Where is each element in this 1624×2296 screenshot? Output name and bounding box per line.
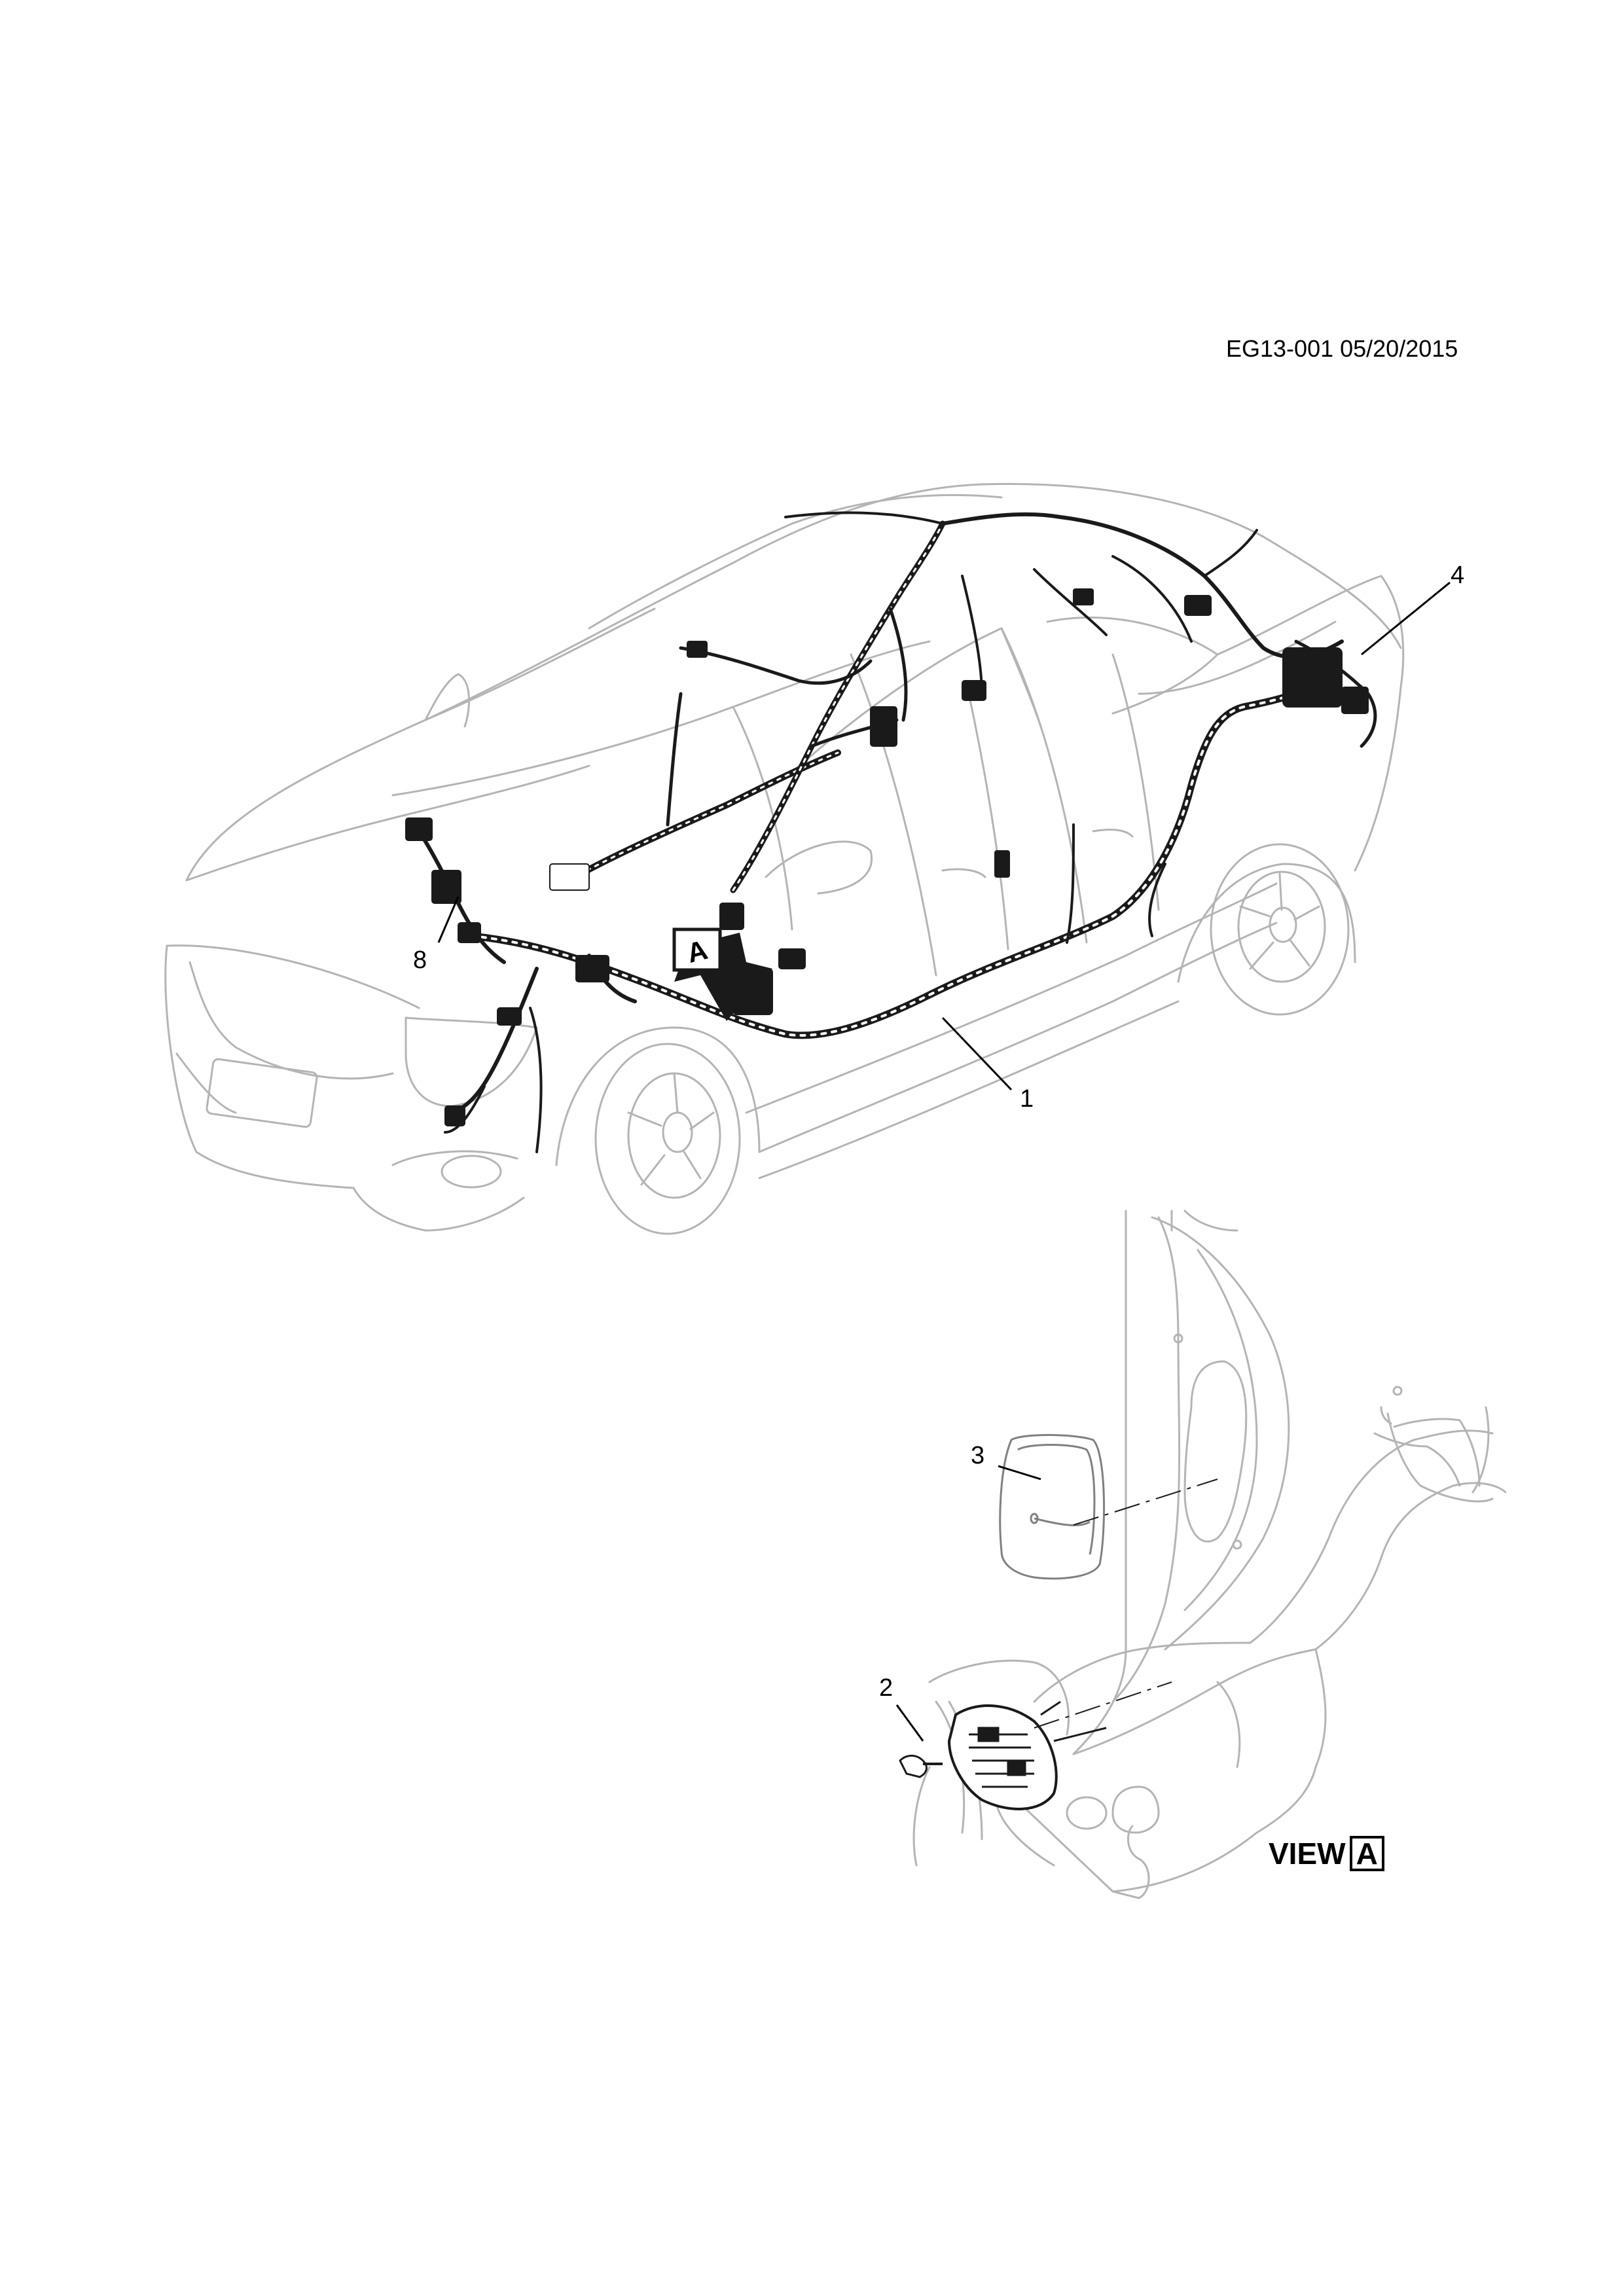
view-caption-letter: A xyxy=(1349,1836,1384,1871)
harness-connectors xyxy=(405,588,1369,1126)
view-caption: VIEW A xyxy=(1269,1836,1384,1871)
callout-4: 4 xyxy=(1451,562,1465,589)
car-body-outline xyxy=(164,482,1405,1235)
view-a-parts xyxy=(899,1434,1218,1810)
view-a-detail-outline xyxy=(912,1210,1507,1899)
callout-leaders xyxy=(437,581,1451,1742)
view-caption-word: VIEW xyxy=(1269,1837,1346,1871)
view-a-marker xyxy=(672,927,772,1021)
callout-3: 3 xyxy=(971,1442,985,1469)
callout-1: 1 xyxy=(1020,1085,1034,1113)
wiring-harness xyxy=(417,511,1377,1153)
callout-2: 2 xyxy=(879,1674,893,1702)
document-code: EG13-001 05/20/2015 xyxy=(1226,335,1458,362)
callout-8: 8 xyxy=(413,946,427,974)
